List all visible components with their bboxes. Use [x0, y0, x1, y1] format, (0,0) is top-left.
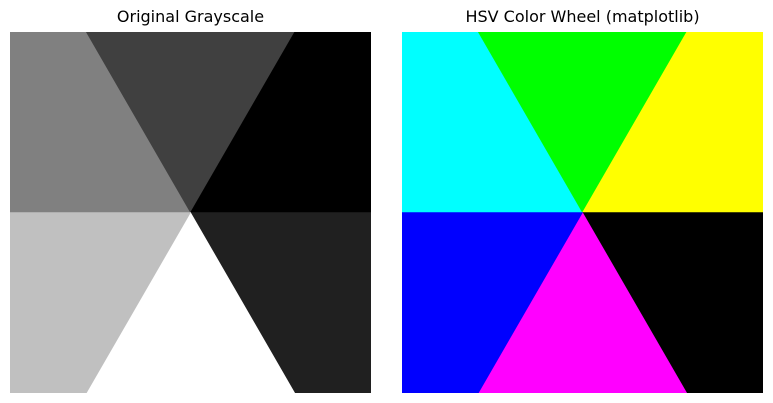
- sector-lower-left: [402, 212, 584, 393]
- right-panel-title: HSV Color Wheel (matplotlib): [465, 7, 700, 26]
- left-panel-title: Original Grayscale: [116, 7, 265, 26]
- hsv-color-wheel-image: [402, 32, 763, 393]
- sector-lower-left: [10, 212, 192, 393]
- grayscale-image: [10, 32, 371, 393]
